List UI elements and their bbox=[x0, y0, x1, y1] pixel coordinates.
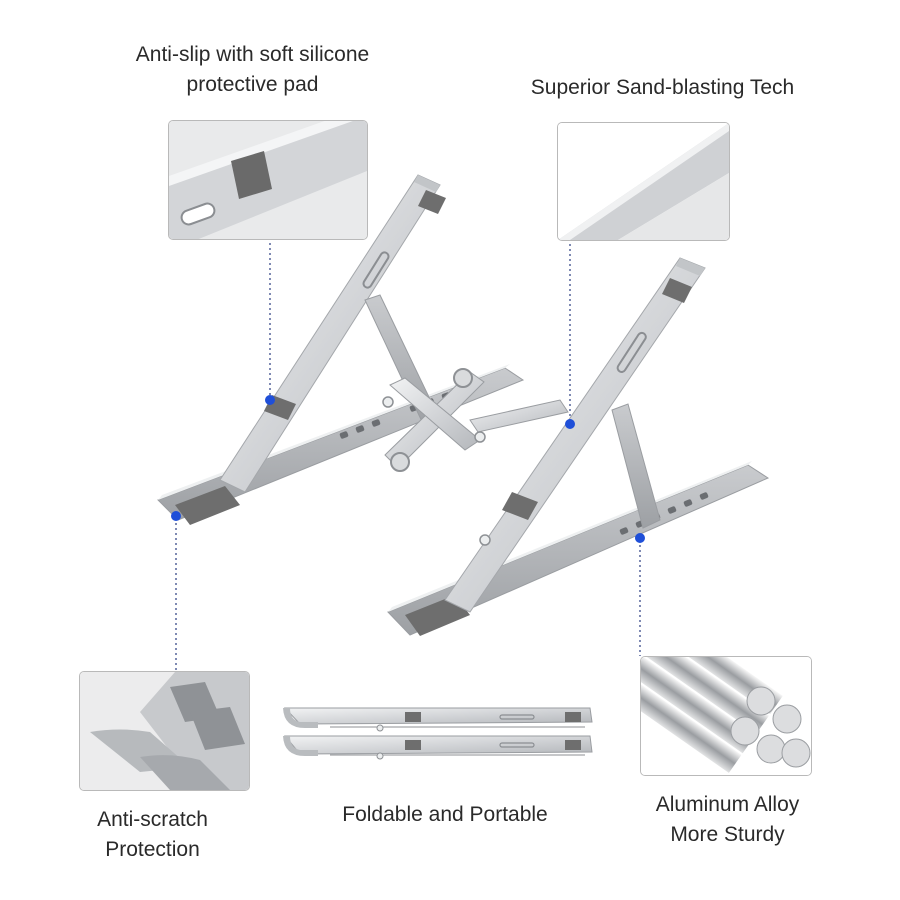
caption-line: More Sturdy bbox=[670, 823, 785, 846]
caption-line: Superior Sand-blasting Tech bbox=[530, 76, 795, 99]
caption-foldable: Foldable and Portable bbox=[320, 800, 570, 830]
caption-anti-scratch: Anti-scratch Protection bbox=[70, 805, 235, 865]
caption-line: Foldable and Portable bbox=[342, 803, 548, 826]
marker-dot bbox=[565, 419, 575, 429]
callout-anti-slip bbox=[265, 238, 275, 405]
marker-dot bbox=[635, 533, 645, 543]
marker-dot bbox=[171, 511, 181, 521]
caption-sand-blasting: Superior Sand-blasting Tech bbox=[505, 73, 820, 103]
folded-stand-illustration bbox=[283, 707, 593, 760]
callout-sand-blasting bbox=[565, 239, 575, 429]
caption-aluminum: Aluminum Alloy More Sturdy bbox=[635, 790, 820, 850]
caption-anti-slip: Anti-slip with soft silicone protective … bbox=[115, 40, 390, 100]
caption-line: Aluminum Alloy bbox=[655, 793, 800, 816]
marker-dot bbox=[265, 395, 275, 405]
left-stand bbox=[157, 174, 525, 525]
caption-line: Protection bbox=[105, 838, 200, 861]
inset-sand-blasting-surface bbox=[557, 122, 730, 241]
caption-line: Anti-scratch bbox=[97, 808, 208, 831]
callout-aluminum bbox=[635, 533, 645, 656]
caption-line: protective pad bbox=[186, 73, 319, 96]
inset-anti-slip-pad bbox=[168, 120, 368, 240]
callout-anti-scratch bbox=[171, 511, 181, 671]
inset-anti-scratch-feet bbox=[79, 671, 250, 791]
right-stand bbox=[387, 257, 770, 636]
caption-line: Anti-slip with soft silicone bbox=[135, 43, 370, 66]
inset-aluminum-rods bbox=[640, 656, 812, 776]
